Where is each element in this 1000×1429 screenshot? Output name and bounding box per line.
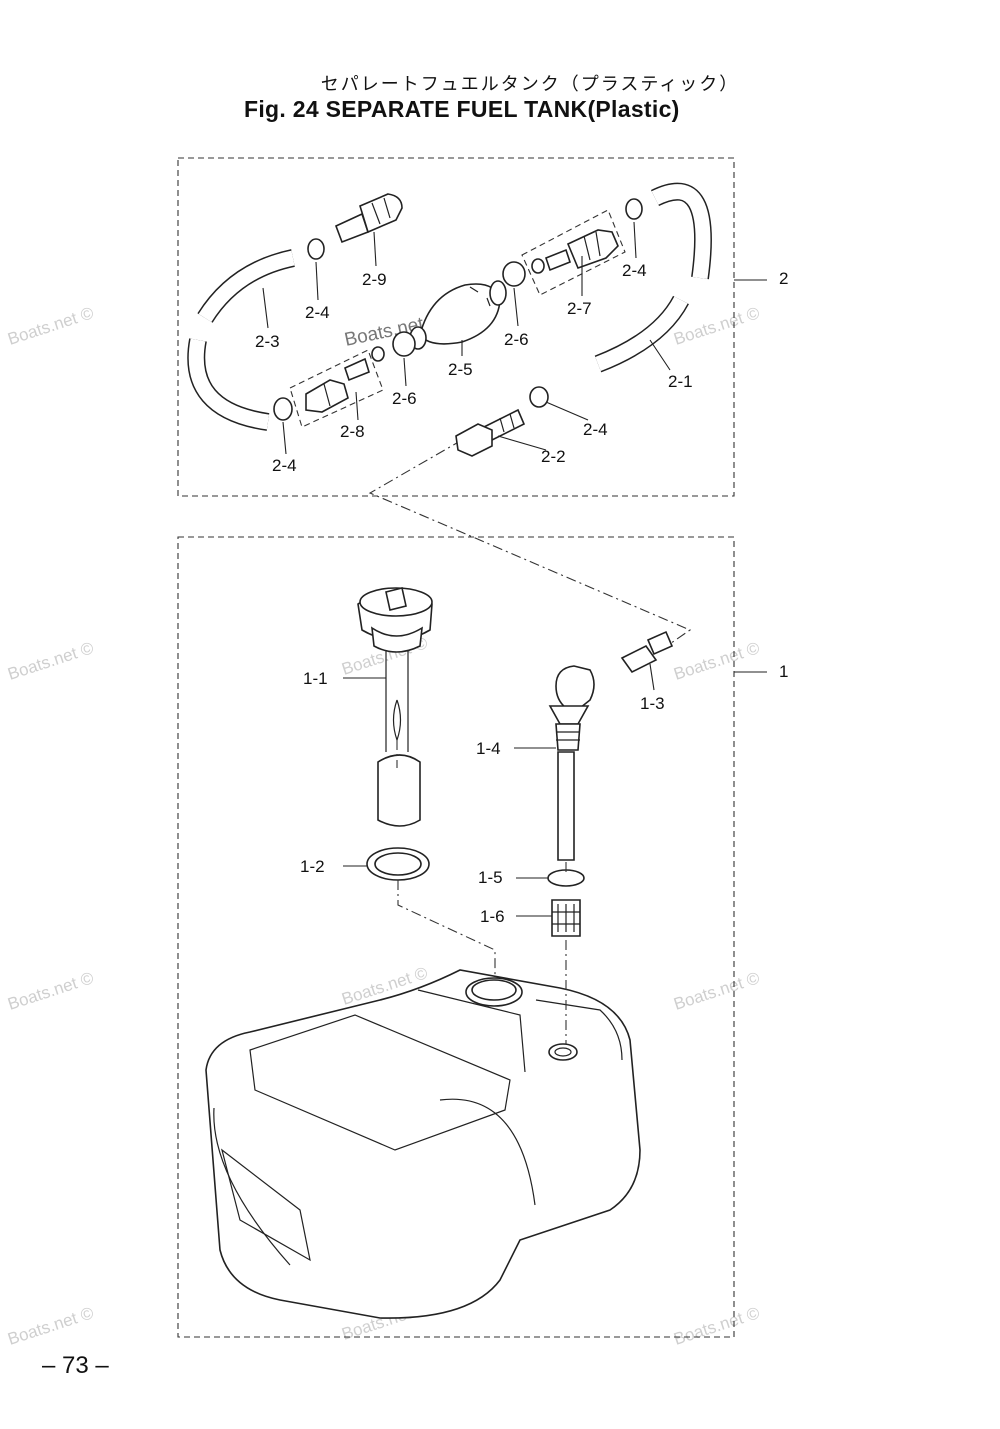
callout-2: 2 — [779, 269, 788, 288]
leaders-group-2 — [262, 221, 767, 455]
callout-2-1: 2-1 — [668, 372, 693, 391]
callout-1-3: 1-3 — [640, 694, 665, 713]
watermark-2: Boats.net © — [5, 638, 96, 684]
callout-2-4-c: 2-4 — [622, 261, 647, 280]
filter-1-6 — [551, 899, 581, 937]
callout-2-6-a: 2-6 — [504, 330, 529, 349]
page-number: – 73 – — [42, 1352, 109, 1379]
assembly-line — [368, 439, 692, 649]
watermark-3: Boats.net © — [5, 968, 96, 1014]
figure-title: Fig. 24 SEPARATE FUEL TANK(Plastic) — [244, 96, 680, 122]
connector-2-9 — [334, 193, 403, 244]
callout-2-4-b: 2-4 — [272, 456, 297, 475]
group-2-8-frame — [289, 349, 384, 428]
group-2-7-frame — [521, 209, 626, 296]
watermark-4: Boats.net © — [5, 1303, 96, 1349]
callout-1-1: 1-1 — [303, 669, 328, 688]
fuel-gauge-cap-1-1 — [357, 587, 433, 827]
callout-2-4-d: 2-4 — [583, 420, 608, 439]
watermark-8: Boats.net © — [671, 1303, 762, 1349]
callout-1-4: 1-4 — [476, 739, 501, 758]
watermark-7: Boats.net © — [671, 968, 762, 1014]
callout-2-2: 2-2 — [541, 447, 566, 466]
fuel-tank — [205, 969, 641, 1319]
leaders-group-1 — [343, 663, 767, 917]
group-2-frame — [177, 157, 735, 497]
callout-1-2: 1-2 — [300, 857, 325, 876]
callout-2-3: 2-3 — [255, 332, 280, 351]
alignment-lines — [396, 740, 567, 1044]
hose-2-3 — [187, 249, 295, 431]
check-valve-2-6 — [392, 261, 526, 357]
callout-2-7: 2-7 — [567, 299, 592, 318]
clamp-2-4 — [273, 198, 643, 421]
callout-2-8: 2-8 — [340, 422, 365, 441]
gasket-1-2 — [366, 847, 430, 881]
watermark-1: Boats.net © — [5, 303, 96, 349]
callout-1: 1 — [779, 662, 788, 681]
watermark-6: Boats.net © — [671, 638, 762, 684]
hose-2-1 — [594, 182, 712, 373]
callout-2-5: 2-5 — [448, 360, 473, 379]
o-ring-1-5 — [547, 869, 585, 887]
connector-1-3 — [620, 630, 674, 674]
group-1-frame — [177, 536, 735, 1338]
elbow-pickup-1-4 — [548, 665, 595, 861]
callout-1-5: 1-5 — [478, 868, 503, 887]
connector-2-8 — [305, 346, 385, 413]
callout-1-6: 1-6 — [480, 907, 505, 926]
connector-2-2 — [455, 408, 526, 457]
callout-2-6-b: 2-6 — [392, 389, 417, 408]
title-japanese: セパレートフュエルタンク（プラスティック） — [320, 74, 740, 95]
connector-2-7 — [531, 229, 619, 274]
callout-2-9: 2-9 — [362, 270, 387, 289]
callout-2-4-a: 2-4 — [305, 303, 330, 322]
